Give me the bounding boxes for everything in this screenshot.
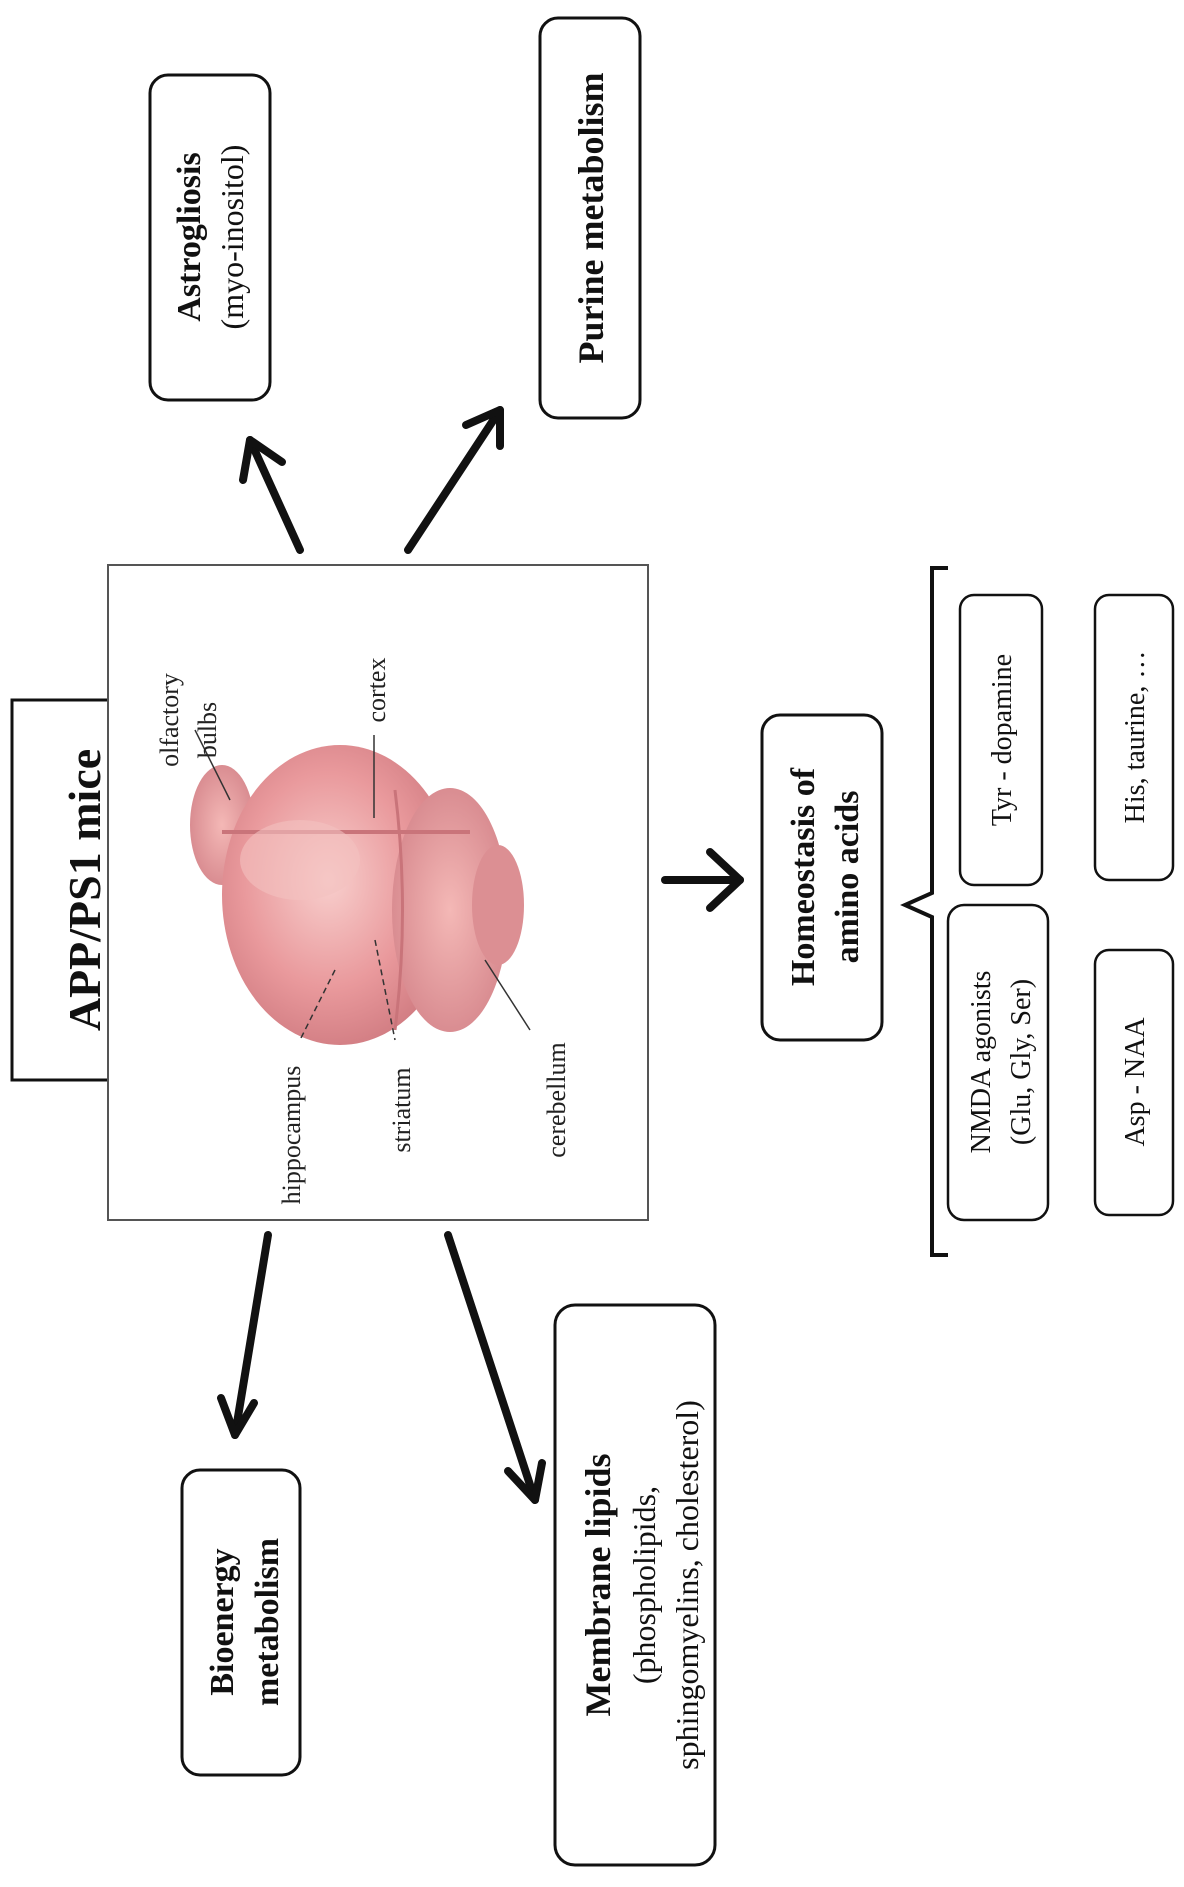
tyr-label: Tyr - dopamine xyxy=(987,654,1018,826)
amino-line1: Homeostasis of xyxy=(785,767,822,986)
membrane-subtitle-2: sphingomyelins, cholesterol) xyxy=(669,1400,705,1770)
his-label: His, taurine, … xyxy=(1120,651,1151,824)
bioenergy-box: Bioenergy metabolism xyxy=(180,1468,302,1777)
astrogliosis-title: Astrogliosis xyxy=(171,152,208,321)
nmda-line1: NMDA agonists xyxy=(966,971,997,1154)
membrane-lipids-box: Membrane lipids (phospholipids, sphingom… xyxy=(553,1303,717,1867)
label-cortex: cortex xyxy=(362,658,391,723)
his-box: His, taurine, … xyxy=(1093,593,1175,882)
arrow-to-amino xyxy=(661,848,744,912)
nmda-line2: (Glu, Gly, Ser) xyxy=(1006,979,1037,1145)
membrane-subtitle-1: (phospholipids, xyxy=(626,1486,662,1684)
arrow-to-astrogliosis xyxy=(239,436,304,554)
arrow-to-purine xyxy=(404,406,504,554)
label-bulbs: bulbs xyxy=(193,702,222,758)
app-ps1-title: APP/PS1 mice xyxy=(59,749,110,1031)
arrow-to-bioenergy xyxy=(217,1231,272,1439)
purine-box: Purine metabolism xyxy=(538,16,642,420)
brain-image xyxy=(190,745,524,1045)
arrow-to-membrane xyxy=(444,1231,546,1504)
brain-panel: olfactory bulbs cortex hippocampus stria… xyxy=(107,564,649,1221)
tyr-box: Tyr - dopamine xyxy=(958,593,1044,887)
nmda-box: NMDA agonists (Glu, Gly, Ser) xyxy=(946,903,1050,1222)
amino-bracket xyxy=(900,566,948,1257)
astrogliosis-subtitle: (myo-inositol) xyxy=(214,145,250,330)
asp-box: Asp - NAA xyxy=(1093,948,1175,1217)
membrane-title: Membrane lipids xyxy=(578,1453,618,1716)
label-olfactory: olfactory xyxy=(155,673,184,767)
label-cerebellum: cerebellum xyxy=(542,1042,571,1158)
label-hippocampus: hippocampus xyxy=(277,1066,306,1205)
asp-label: Asp - NAA xyxy=(1120,1017,1151,1147)
amino-acids-box: Homeostasis of amino acids xyxy=(760,713,884,1042)
purine-title: Purine metabolism xyxy=(571,73,611,364)
label-striatum: striatum xyxy=(387,1067,416,1152)
amino-line2: amino acids xyxy=(829,791,866,964)
bioenergy-line2: metabolism xyxy=(249,1538,286,1706)
bioenergy-line1: Bioenergy xyxy=(204,1548,241,1695)
astrogliosis-box: Astrogliosis (myo-inositol) xyxy=(148,73,272,402)
